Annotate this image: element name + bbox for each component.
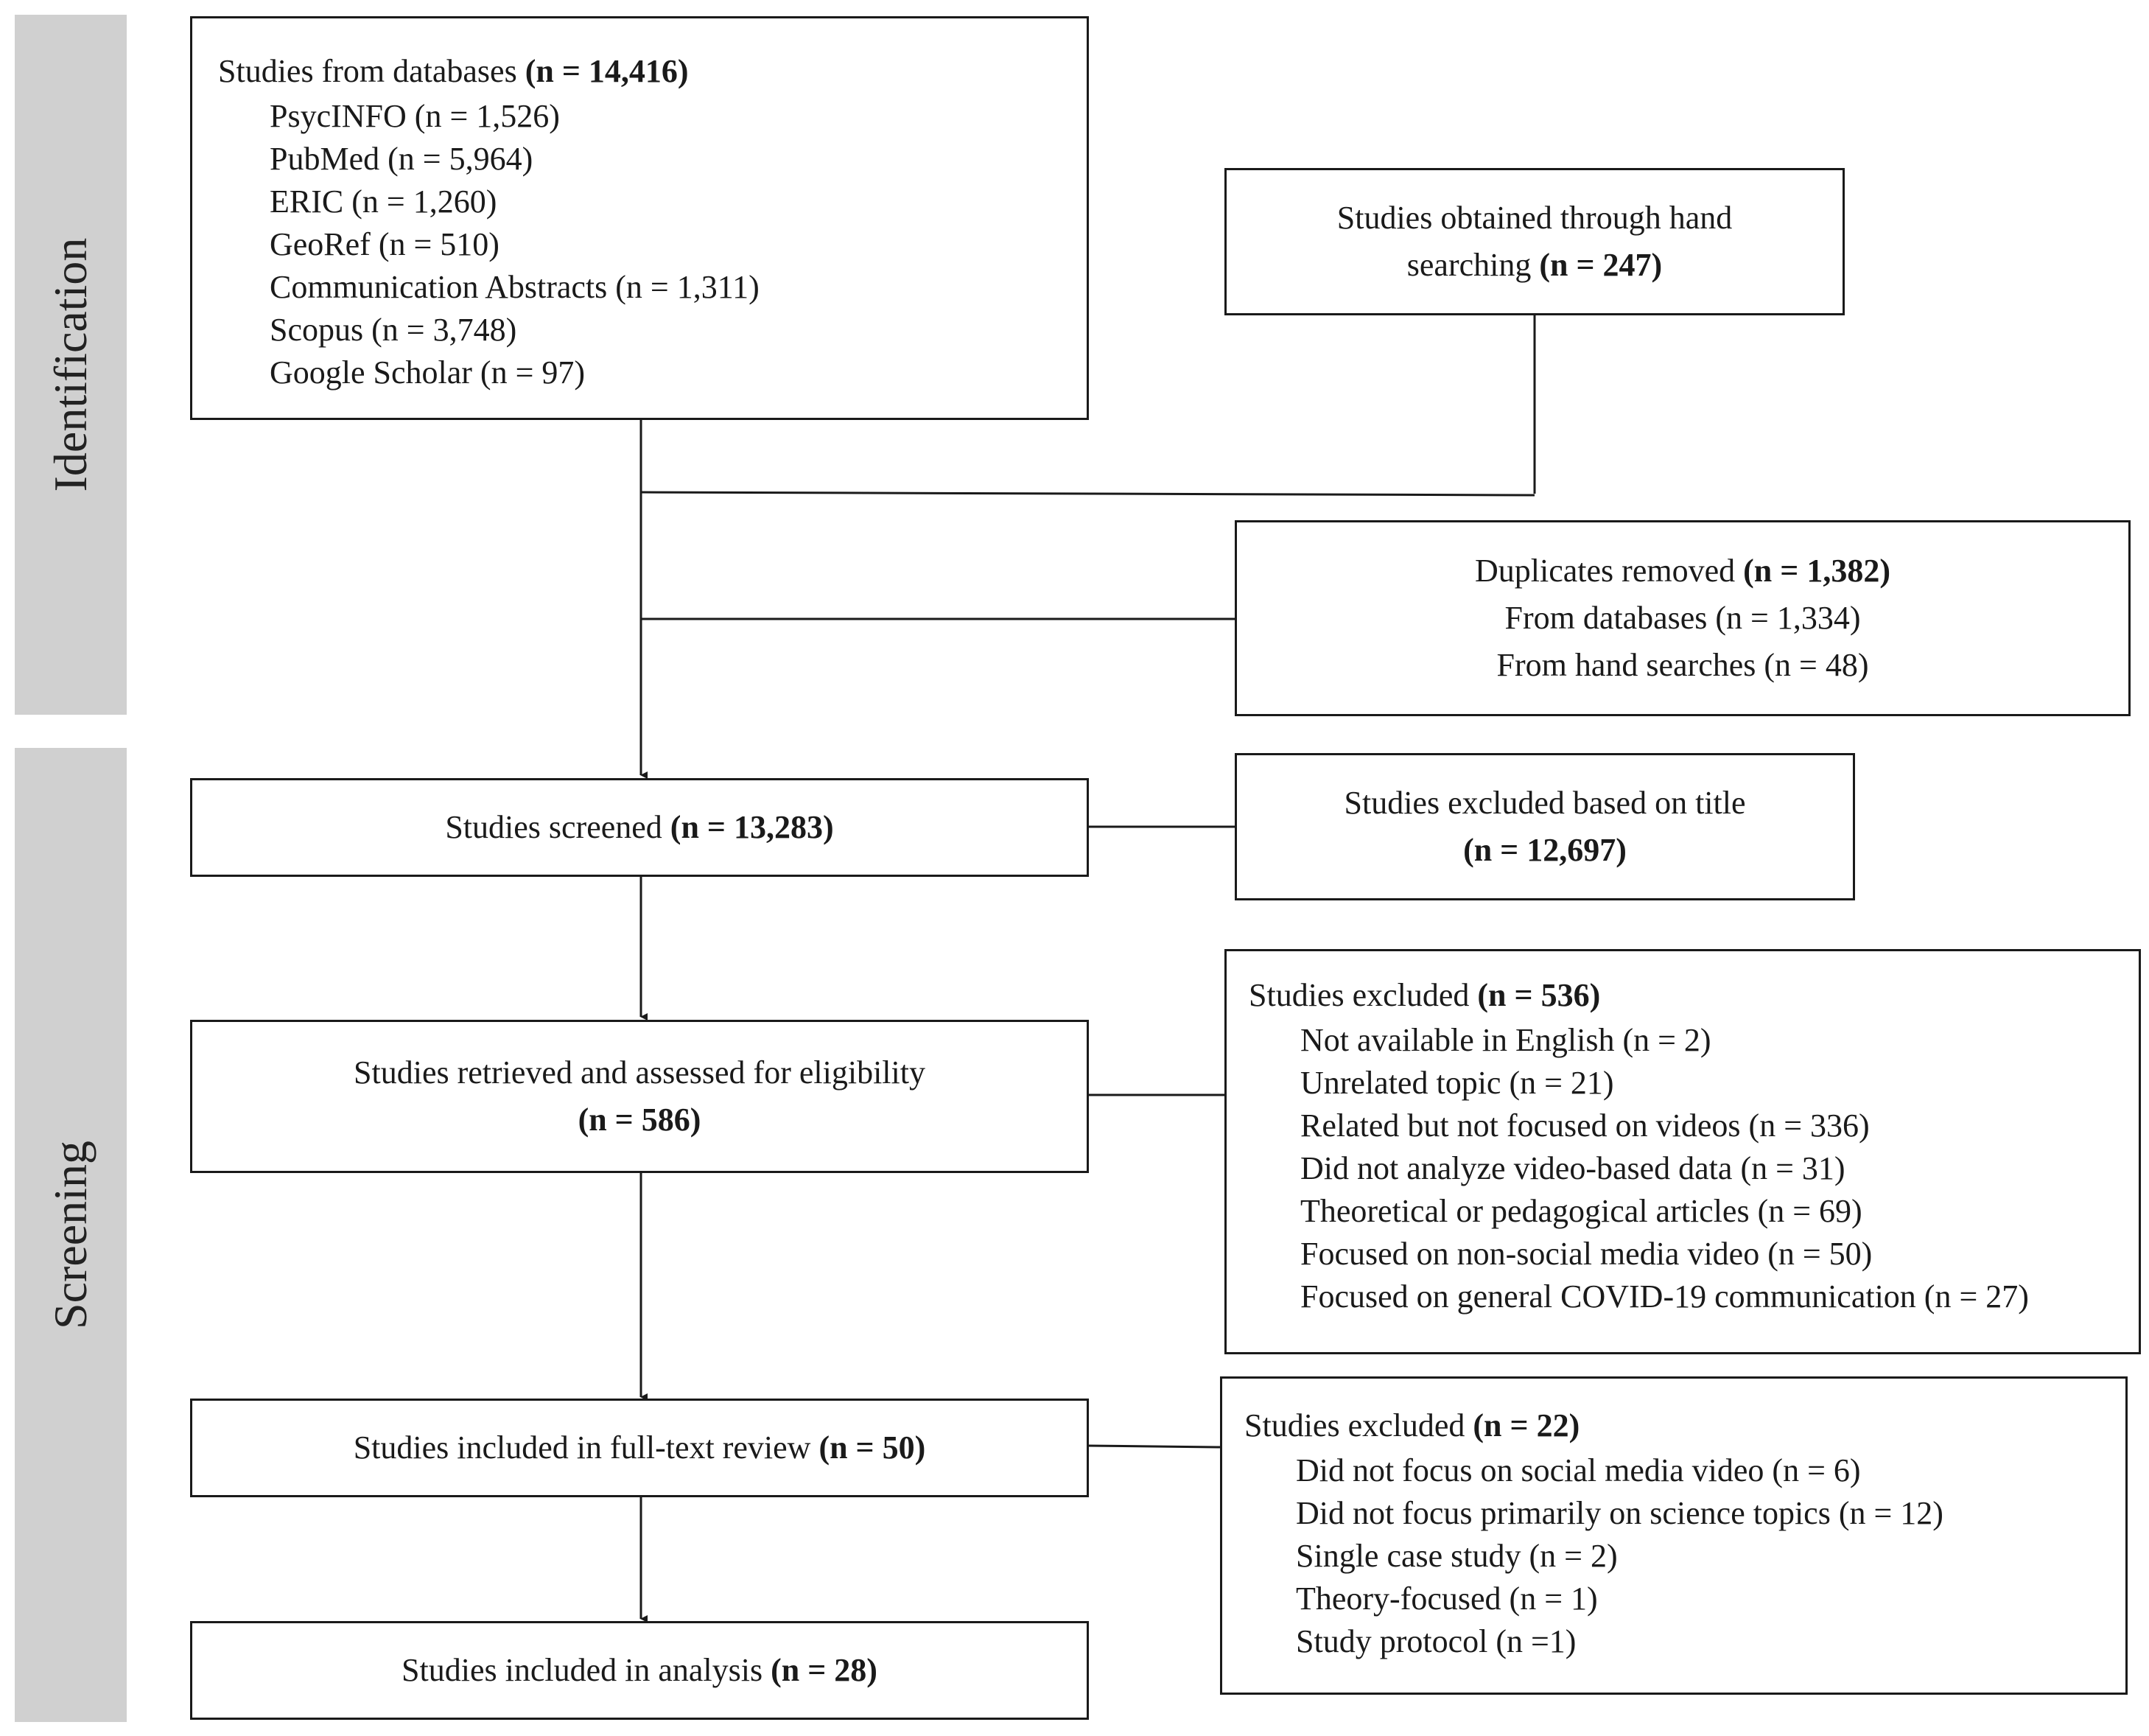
excluded-536-item: Not available in English (n = 2) — [1300, 1022, 1711, 1058]
included-count: (n = 28) — [771, 1652, 877, 1688]
duplicates-box: Duplicates removed (n = 1,382) From data… — [1235, 520, 2131, 716]
retrieved-line1: Studies retrieved and assessed for eligi… — [354, 1054, 925, 1091]
excluded-22-box: Studies excluded (n = 22) Did not focus … — [1220, 1376, 2128, 1695]
excluded-536-item: Theoretical or pedagogical articles (n =… — [1300, 1193, 1862, 1229]
included-title: Studies included in analysis — [402, 1652, 763, 1688]
excluded-536-item: Unrelated topic (n = 21) — [1300, 1065, 1614, 1101]
excluded-22-item: Did not focus primarily on science topic… — [1296, 1495, 1943, 1531]
databases-item: PubMed (n = 5,964) — [270, 141, 533, 177]
fulltext-box: Studies included in full-text review (n … — [190, 1399, 1089, 1497]
excluded-536-list: Not available in English (n = 2) Unrelat… — [1249, 1019, 2139, 1318]
databases-list: PsycINFO (n = 1,526) PubMed (n = 5,964) … — [218, 95, 1087, 394]
included-box: Studies included in analysis (n = 28) — [190, 1621, 1089, 1720]
duplicates-item: From hand searches (n = 48) — [1496, 647, 1869, 683]
excluded-22-item: Did not focus on social media video (n =… — [1296, 1452, 1861, 1488]
retrieved-box: Studies retrieved and assessed for eligi… — [190, 1020, 1089, 1173]
duplicates-heading: Duplicates removed (n = 1,382) — [1475, 547, 1890, 595]
excluded-22-item: Theory-focused (n = 1) — [1296, 1581, 1598, 1617]
identification-phase-bar: Identification — [15, 15, 127, 715]
hand-search-line1: Studies obtained through hand — [1336, 200, 1733, 236]
excluded-536-item: Did not analyze video-based data (n = 31… — [1300, 1150, 1845, 1186]
hand-search-label: searching — [1406, 247, 1532, 283]
databases-heading: Studies from databases (n = 14,416) — [218, 48, 1087, 95]
excluded-22-heading: Studies excluded (n = 22) — [1244, 1402, 2125, 1449]
hand-search-line2: searching (n = 247) — [1407, 242, 1662, 289]
excluded-title-count: (n = 12,697) — [1463, 832, 1627, 868]
retrieved-count: (n = 586) — [578, 1102, 701, 1138]
included-heading: Studies included in analysis (n = 28) — [402, 1647, 877, 1694]
hand-search-horizontal-connector — [640, 491, 1535, 497]
excluded-22-count: (n = 22) — [1473, 1407, 1580, 1443]
excluded-536-item: Related but not focused on videos (n = 3… — [1300, 1107, 1870, 1144]
databases-item: ERIC (n = 1,260) — [270, 183, 497, 220]
screened-box: Studies screened (n = 13,283) — [190, 778, 1089, 877]
excluded-536-heading: Studies excluded (n = 536) — [1249, 972, 2139, 1019]
excluded-536-title: Studies excluded — [1249, 977, 1470, 1013]
duplicates-title: Duplicates removed — [1475, 553, 1736, 589]
excluded-22-title: Studies excluded — [1244, 1407, 1465, 1443]
excluded-536-item: Focused on non-social media video (n = 5… — [1300, 1236, 1873, 1272]
screening-phase-bar: Screening — [15, 748, 127, 1722]
databases-box: Studies from databases (n = 14,416) Psyc… — [190, 16, 1089, 420]
screened-count: (n = 13,283) — [670, 809, 834, 845]
excluded-title-box: Studies excluded based on title (n = 12,… — [1235, 753, 1855, 900]
excluded-22-item: Study protocol (n =1) — [1296, 1623, 1577, 1659]
excluded-536-count: (n = 536) — [1477, 977, 1601, 1013]
hand-search-box: Studies obtained through hand searching … — [1224, 168, 1845, 315]
duplicates-count: (n = 1,382) — [1743, 553, 1890, 589]
retrieved-line2: (n = 586) — [578, 1096, 701, 1144]
excluded-536-box: Studies excluded (n = 536) Not available… — [1224, 949, 2141, 1354]
databases-item: GeoRef (n = 510) — [270, 226, 499, 262]
fulltext-heading: Studies included in full-text review (n … — [354, 1424, 926, 1471]
fulltext-to-excluded-connector — [1087, 1444, 1221, 1449]
databases-title: Studies from databases — [218, 53, 517, 89]
screened-title: Studies screened — [445, 809, 662, 845]
excluded-536-item: Focused on general COVID-19 communicatio… — [1300, 1278, 2029, 1315]
excluded-22-item: Single case study (n = 2) — [1296, 1538, 1618, 1574]
excluded-22-list: Did not focus on social media video (n =… — [1244, 1449, 2125, 1663]
screened-heading: Studies screened (n = 13,283) — [445, 804, 833, 851]
databases-item: Scopus (n = 3,748) — [270, 312, 517, 348]
databases-count: (n = 14,416) — [525, 53, 689, 89]
duplicates-item: From databases (n = 1,334) — [1504, 600, 1861, 636]
fulltext-count: (n = 50) — [818, 1429, 926, 1466]
databases-item: PsycINFO (n = 1,526) — [270, 98, 560, 134]
databases-item: Google Scholar (n = 97) — [270, 354, 586, 391]
excluded-title-line2: (n = 12,697) — [1463, 827, 1627, 874]
excluded-title-line1: Studies excluded based on title — [1344, 785, 1746, 821]
fulltext-title: Studies included in full-text review — [353, 1429, 811, 1466]
hand-search-count: (n = 247) — [1539, 247, 1663, 283]
databases-item: Communication Abstracts (n = 1,311) — [270, 269, 760, 305]
